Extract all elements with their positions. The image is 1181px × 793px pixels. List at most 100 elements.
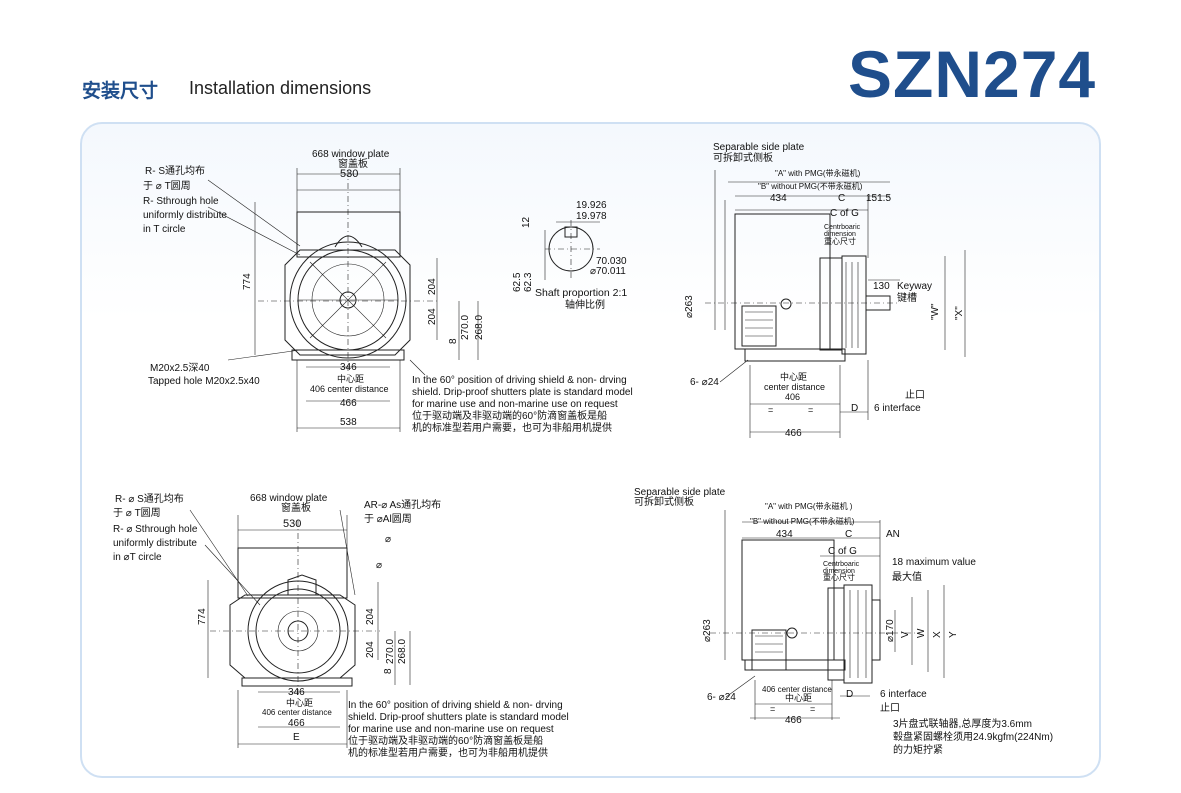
section-title-cn: 安装尺寸 <box>82 80 159 102</box>
dim-151: 151.5 <box>866 193 891 204</box>
note-cn-2: 于 ⌀ T圆周 <box>143 180 191 192</box>
b-dim-c: C <box>845 529 852 540</box>
a-pmg: "A" with PMG(带永磁机) <box>775 168 861 178</box>
drawing-panel <box>80 122 1101 778</box>
top-note-l4: 位于驱动端及非驱动端的60°防滴窗盖板是船 <box>412 409 607 422</box>
b-dim-x: X <box>932 631 943 638</box>
max-cn: 最大值 <box>892 570 922 583</box>
shaft-d12: 12 <box>521 216 532 228</box>
note-en-2: uniformly distribute <box>143 210 227 221</box>
note-cn-1: R- S通孔均布 <box>145 165 205 177</box>
b-holes: 6- ⌀24 <box>707 692 736 703</box>
top-front-view: 668 window plate 窗盖板 530 R- S通孔均布 于 ⌀ T圆… <box>143 149 485 432</box>
disc-note-3: 的力矩拧紧 <box>893 743 943 756</box>
b-note-en-3: in ⌀T circle <box>113 552 162 563</box>
note-en-1: R- Sthrough hole <box>143 196 219 207</box>
dim-406: 406 <box>785 392 800 402</box>
shaft-label-cn: 轴伸比例 <box>565 298 605 311</box>
b-dim-530: 530 <box>283 518 301 530</box>
bottom-note-l2: shield. Drip-proof shutters plate is sta… <box>348 712 569 723</box>
b-note-cn-2: 于 ⌀ T圆周 <box>113 507 161 519</box>
b-note-cn-1: R- ⌀ S通孔均布 <box>115 493 184 505</box>
dim-y: Y <box>948 631 959 638</box>
dim-346: 346 <box>340 362 357 373</box>
bottom-side-view: Separable side plate 可拆卸式侧板 "A" with PMG… <box>634 487 1053 756</box>
b-cofg: C of G <box>828 546 857 557</box>
b-window-plate-en: 668 window plate <box>250 493 328 504</box>
b-side-plate-en: Separable side plate <box>634 487 726 498</box>
shaft-d6: 62.3 <box>523 272 534 292</box>
top-note-l3: for marine use and non-marine use on req… <box>412 399 618 410</box>
bottom-note-l5: 机的标准型若用户需要，也可为非船用机提供 <box>348 746 548 759</box>
top-note: In the 60° position of driving shield & … <box>412 375 633 434</box>
shaft-label-en: Shaft proportion 2:1 <box>535 287 627 299</box>
dim-w: "W" <box>930 303 941 320</box>
ar-cn2: 于 ⌀Al圆周 <box>364 513 412 525</box>
dia-263: ⌀263 <box>684 295 695 318</box>
b-dim-d: D <box>846 689 853 700</box>
b-eq1: = <box>770 704 775 714</box>
b-eq2: = <box>810 704 815 714</box>
b-side-plate-cn: 可拆卸式侧板 <box>634 495 694 508</box>
b-center-cn: 中心距 <box>286 697 313 708</box>
b-dim-466-side: 466 <box>785 715 802 726</box>
bottom-note-l4: 位于驱动端及非驱动端的60°防滴窗盖板是船 <box>348 734 543 747</box>
interface-en: 6 interface <box>874 403 921 414</box>
keyway-dim: 130 <box>873 281 890 292</box>
note-en-3: in T circle <box>143 224 186 235</box>
b-dia-170: ⌀170 <box>885 619 896 642</box>
ar-cn: AR-⌀ As通孔均布 <box>364 499 441 511</box>
phi1: ⌀ <box>385 534 391 545</box>
dim-466: 466 <box>340 398 357 409</box>
shaft-d5: 62.5 <box>512 272 523 292</box>
dim-530: 530 <box>340 168 358 180</box>
b-dim-434: 434 <box>776 529 793 540</box>
top-side-view: Separable side plate 可拆卸式侧板 "A" with PMG… <box>684 142 966 439</box>
top-note-l5: 机的标准型若用户需要，也可为非船用机提供 <box>412 421 612 434</box>
model-number: SZN274 <box>848 37 1097 111</box>
window-plate-en: 668 window plate <box>312 149 390 160</box>
b-cent1: Centrboaric <box>823 561 860 568</box>
dim-434: 434 <box>770 193 787 204</box>
b-center-en: 406 center distance <box>262 708 332 717</box>
section-title-en: Installation dimensions <box>189 78 372 98</box>
bottom-note-l3: for marine use and non-marine use on req… <box>348 724 554 735</box>
side-plate-cn: 可拆卸式侧板 <box>713 151 773 164</box>
dim-d: D <box>851 403 858 414</box>
dim-x: "X" <box>954 306 965 320</box>
b-dim-204b: 204 <box>365 641 376 658</box>
cd-cn: 中心距 <box>780 371 807 382</box>
dim-8: 8 <box>448 338 459 344</box>
cd-en: center distance <box>764 382 825 392</box>
cofg: C of G <box>830 208 859 219</box>
keyway-en: Keyway <box>897 281 932 292</box>
shaft-d2: 19.978 <box>576 211 607 222</box>
b-interface-en: 6 interface <box>880 689 927 700</box>
dim-538: 538 <box>340 417 357 428</box>
center-cn: 中心距 <box>337 373 364 384</box>
dim-v: V <box>900 631 911 638</box>
tap-en: Tapped hole M20x2.5x40 <box>148 376 260 387</box>
dim-268: 268.0 <box>474 315 485 340</box>
b-dim-e: E <box>293 732 300 743</box>
bottom-front-view: R- ⌀ S通孔均布 于 ⌀ T圆周 R- ⌀ Sthrough hole un… <box>113 493 441 748</box>
bottom-note: In the 60° position of driving shield & … <box>348 700 569 759</box>
dim-204a: 204 <box>427 278 438 295</box>
bottom-note-l1: In the 60° position of driving shield & … <box>348 700 563 711</box>
b-note-en-1: R- ⌀ Sthrough hole <box>113 524 198 535</box>
cent2: dimension <box>824 231 856 238</box>
cent3: 重心尺寸 <box>824 236 856 246</box>
b-dim-466: 466 <box>288 718 305 729</box>
b-dim-8: 8 <box>383 668 394 674</box>
dim-466-side: 466 <box>785 428 802 439</box>
top-note-l1: In the 60° position of driving shield & … <box>412 375 627 386</box>
dim-270: 270.0 <box>460 315 471 340</box>
side-plate-en: Separable side plate <box>713 142 805 153</box>
b-interface-cn: 止口 <box>880 702 900 714</box>
eq1: = <box>768 405 773 415</box>
dim-204b: 204 <box>427 308 438 325</box>
shaft-d1: 19.926 <box>576 200 607 211</box>
interface-cn: 止口 <box>905 389 925 401</box>
b-dim-w: W <box>916 628 927 638</box>
